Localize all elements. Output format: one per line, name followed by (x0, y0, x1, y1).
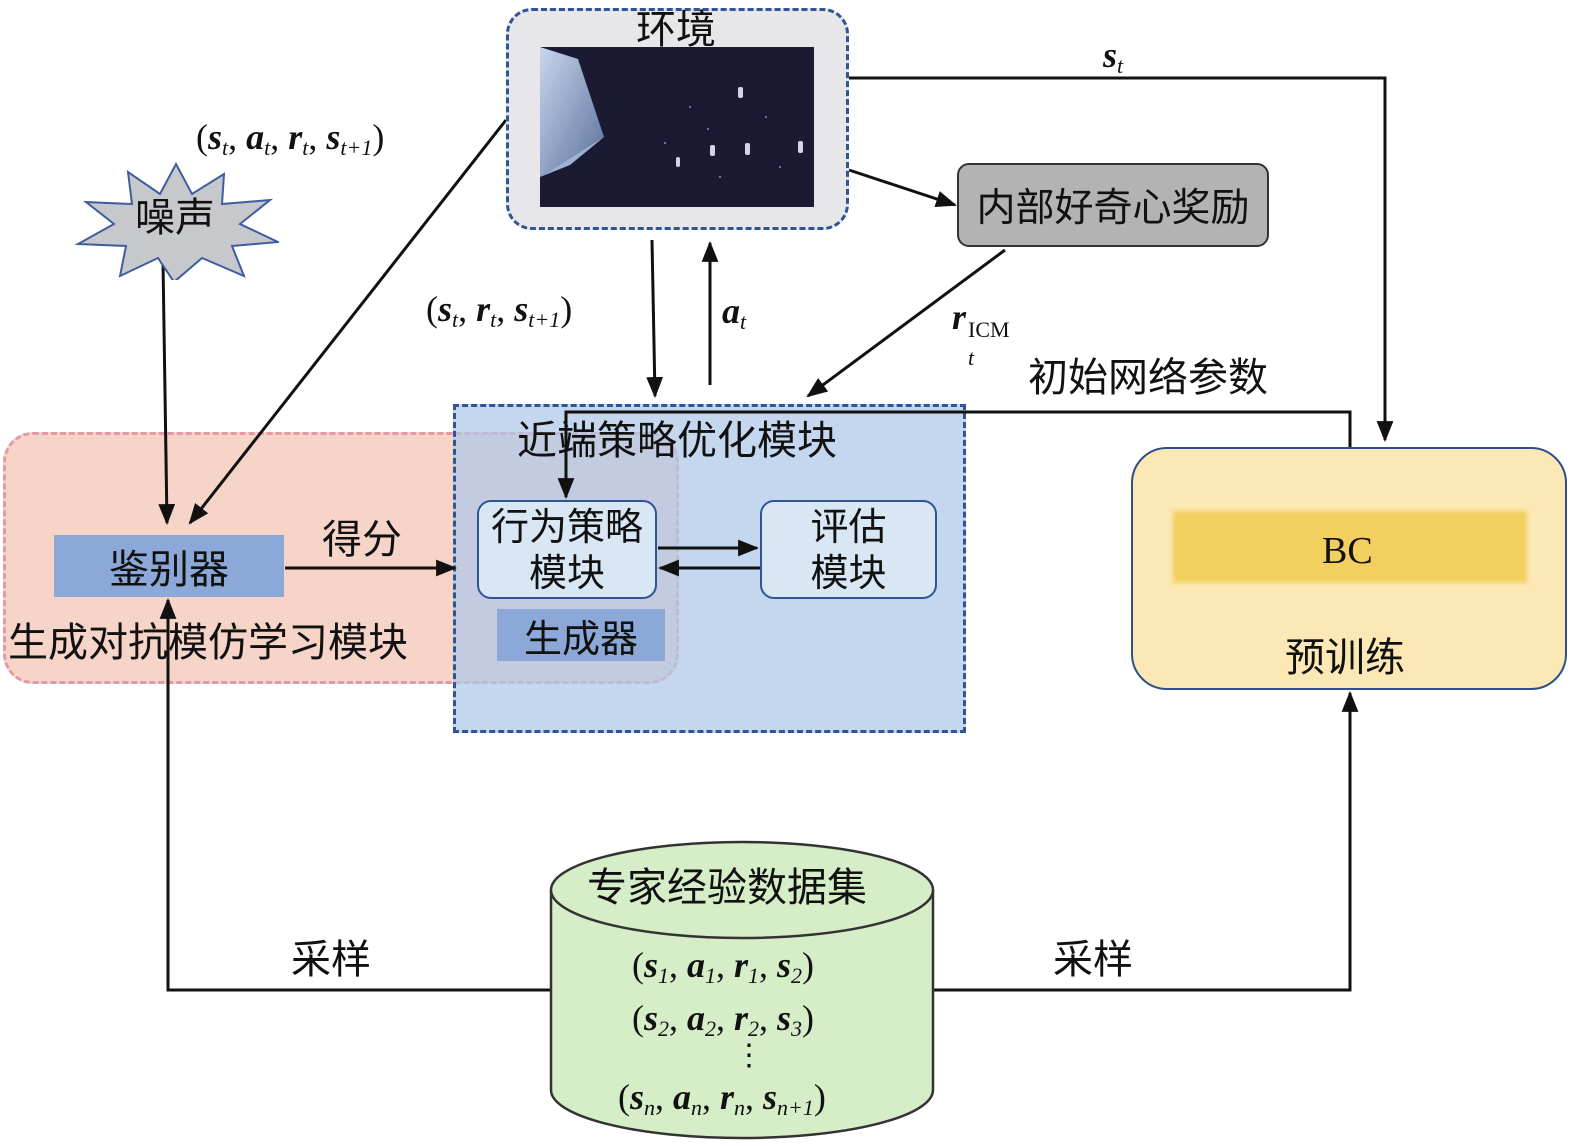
state-sym: s (1103, 35, 1118, 75)
row1-s2-sub: 2 (791, 963, 803, 988)
row2-s-sub: 2 (658, 1016, 670, 1041)
rown-s2: s (763, 1077, 778, 1117)
arrow-env-to-ppo (646, 239, 664, 399)
sample-left-label: 采样 (291, 937, 371, 983)
critic-module-box: 评估 模块 (760, 500, 937, 599)
rown-a: a (673, 1077, 692, 1117)
row1-r-sub: 1 (748, 963, 760, 988)
dataset-cylinder (549, 840, 935, 1140)
tuple-full-s2: s (326, 117, 341, 157)
rown-r: r (720, 1077, 735, 1117)
critic-label-line1: 评估 (810, 504, 887, 549)
sample-right-label: 采样 (1053, 937, 1133, 983)
init-params-label: 初始网络参数 (1028, 355, 1268, 401)
actor-module-box: 行为策略 模块 (477, 500, 657, 599)
state-sub: t (1117, 53, 1124, 78)
arrow-bc-init-params (557, 410, 1352, 500)
row1-s2: s (777, 945, 792, 985)
tuple-full-r: r (288, 117, 303, 157)
row1-a-sub: 1 (705, 963, 717, 988)
tuple-full-label: (st, at, rt, st+1) (196, 117, 385, 160)
arrow-env-to-discriminator (188, 119, 508, 525)
arrow-icm-to-ppo (806, 248, 1006, 398)
row2-s2-sub: 3 (791, 1016, 803, 1041)
tuple-full-r-sub: t (302, 135, 309, 160)
ppo-module-title: 近端策略优化模块 (517, 418, 837, 464)
icm-reward-sym: r (952, 297, 967, 337)
pretrain-label: 预训练 (1285, 635, 1405, 681)
tuple-srs-s2-sub: t+1 (528, 307, 561, 332)
arrow-noise-to-discriminator (158, 261, 176, 526)
tuple-full-s2-sub: t+1 (340, 135, 373, 160)
dataset-ellipsis: ⋮ (734, 1039, 764, 1072)
tuple-full-s-sub: t (222, 135, 229, 160)
row1-r: r (734, 945, 749, 985)
row2-a-sub: 2 (705, 1016, 717, 1041)
dataset-row-1: (s1, a1, r1, s2) (632, 945, 815, 988)
tuple-full-a-sub: t (264, 135, 271, 160)
environment-screenshot (540, 47, 814, 207)
arrow-env-to-bc (849, 76, 1394, 443)
row2-a: a (687, 998, 706, 1038)
gail-module-label: 生成对抗模仿学习模块 (8, 620, 408, 666)
arrow-dataset-sample-left (159, 597, 552, 992)
discriminator-label: 鉴别器 (109, 547, 229, 593)
rown-r-sub: n (734, 1095, 746, 1120)
icm-label: 内部好奇心奖励 (976, 186, 1250, 231)
row2-s: s (644, 998, 659, 1038)
tuple-srs-r: r (476, 289, 491, 329)
row2-r-sub: 2 (748, 1016, 760, 1041)
icm-reward-sub: t (968, 345, 975, 370)
tuple-srs-s-sub: t (452, 307, 459, 332)
tuple-srs-r-sub: t (490, 307, 497, 332)
critic-label-line2: 模块 (810, 550, 887, 595)
tuple-srs-s: s (438, 289, 453, 329)
tuple-srs-s2: s (514, 289, 529, 329)
dataset-row-n: (sn, an, rn, sn+1) (618, 1077, 826, 1120)
generator-box: 生成器 (497, 609, 665, 661)
icm-reward-box: 内部好奇心奖励 (957, 163, 1269, 247)
rown-s2-sub: n+1 (777, 1095, 814, 1120)
arrow-env-to-icm (848, 168, 957, 208)
tuple-full-a: a (246, 117, 265, 157)
tuple-full-s: s (208, 117, 223, 157)
actor-label-line2: 模块 (528, 550, 605, 595)
action-label: at (722, 290, 746, 335)
icm-reward-sup: ICM (968, 317, 1010, 342)
row2-s2: s (777, 998, 792, 1038)
actor-label-line1: 行为策略 (490, 504, 643, 549)
row1-a: a (687, 945, 706, 985)
row2-r: r (734, 998, 749, 1038)
state-label: st (1103, 34, 1123, 79)
rown-s-sub: n (644, 1095, 656, 1120)
discriminator-box: 鉴别器 (54, 535, 284, 597)
environment-title: 环境 (636, 7, 716, 53)
rown-a-sub: n (691, 1095, 703, 1120)
tuple-srs-label: (st, rt, st+1) (426, 289, 573, 332)
row1-s-sub: 1 (658, 963, 670, 988)
bc-label: BC (1322, 530, 1373, 572)
rown-s: s (630, 1077, 645, 1117)
dataset-title: 专家经验数据集 (587, 865, 867, 911)
noise-starburst (74, 161, 279, 280)
generator-label: 生成器 (523, 616, 638, 661)
arrow-dataset-sample-right (932, 690, 1359, 992)
action-sub: t (740, 309, 747, 334)
bc-bar (1173, 511, 1527, 583)
score-label: 得分 (322, 517, 402, 563)
noise-label: 噪声 (135, 195, 215, 241)
dataset-row-2: (s2, a2, r2, s3) (632, 998, 815, 1041)
row1-s: s (644, 945, 659, 985)
action-sym: a (722, 291, 740, 331)
